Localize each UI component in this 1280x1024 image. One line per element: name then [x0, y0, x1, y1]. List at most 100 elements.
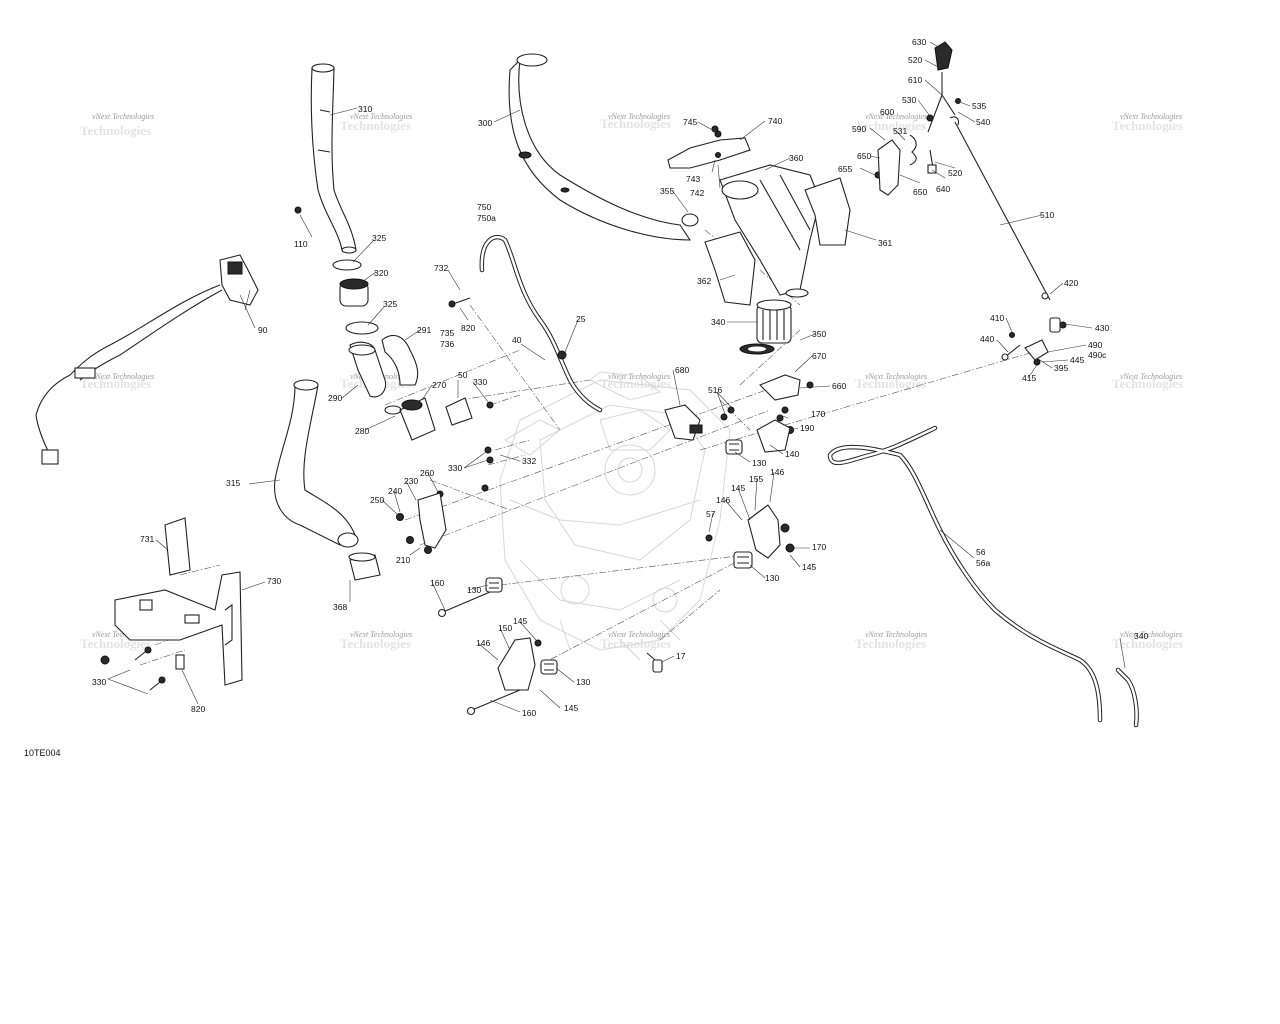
label-145c: 145: [513, 616, 527, 626]
elbow-291: [381, 335, 419, 386]
mount-130b: [733, 551, 753, 569]
label-150: 150: [498, 623, 512, 633]
part-labels: 310 300 745 740 630 520 610 530 535 600 …: [92, 37, 1148, 718]
bracket-730: [114, 517, 243, 686]
label-40: 40: [512, 335, 522, 345]
label-350: 350: [812, 329, 826, 339]
mount-130a: [725, 439, 743, 455]
label-610: 610: [908, 75, 922, 85]
label-230: 230: [404, 476, 418, 486]
watermark: vNext Technologies: [1120, 372, 1182, 381]
label-650b: 650: [913, 187, 927, 197]
label-395: 395: [1054, 363, 1068, 373]
bolt-160-lower: [466, 689, 521, 716]
label-300: 300: [478, 118, 492, 128]
label-735: 735: [440, 328, 454, 338]
label-535: 535: [972, 101, 986, 111]
fitting-25: [557, 350, 567, 360]
label-732: 732: [434, 263, 448, 273]
watermark-back: Technologies: [855, 636, 926, 651]
watermark-back: Technologies: [340, 118, 411, 133]
bolt-160-upper: [437, 591, 491, 618]
label-50: 50: [458, 370, 468, 380]
label-736: 736: [440, 339, 454, 349]
watermark-back: Technologies: [1112, 118, 1183, 133]
watermark: vNext Technologies: [350, 112, 412, 121]
label-368: 368: [333, 602, 347, 612]
label-655: 655: [838, 164, 852, 174]
label-420: 420: [1064, 278, 1078, 288]
label-146b: 146: [716, 495, 730, 505]
label-332: 332: [522, 456, 536, 466]
label-360: 360: [789, 153, 803, 163]
label-600: 600: [880, 107, 894, 117]
label-190: 190: [800, 423, 814, 433]
label-145b: 145: [802, 562, 816, 572]
label-742: 742: [690, 188, 704, 198]
label-650a: 650: [857, 151, 871, 161]
label-730: 730: [267, 576, 281, 586]
boot-270: [384, 397, 436, 441]
mount-130c: [485, 577, 503, 593]
label-680: 680: [675, 365, 689, 375]
watermark: vNext Technologies: [92, 372, 154, 381]
label-130d: 130: [576, 677, 590, 687]
engine-ghost: [499, 371, 731, 661]
label-146c: 146: [476, 638, 490, 648]
watermark-back: Technologies: [340, 636, 411, 651]
label-325a: 325: [372, 233, 386, 243]
label-410: 410: [990, 313, 1004, 323]
label-160a: 160: [430, 578, 444, 588]
label-320: 320: [374, 268, 388, 278]
watermark-back: Technologies: [1112, 376, 1183, 391]
watermark-back: Technologies: [1112, 636, 1183, 651]
label-731: 731: [140, 534, 154, 544]
label-291: 291: [417, 325, 431, 335]
label-415: 415: [1022, 373, 1036, 383]
label-145d: 145: [564, 703, 578, 713]
label-290: 290: [328, 393, 342, 403]
label-260: 260: [420, 468, 434, 478]
label-750: 750: [477, 202, 491, 212]
label-140: 140: [785, 449, 799, 459]
label-56a: 56a: [976, 558, 990, 568]
watermark: vNext Technologies: [92, 112, 154, 121]
label-25: 25: [576, 314, 586, 324]
mount-130d: [540, 659, 558, 675]
label-57: 57: [706, 509, 716, 519]
bracket-260: [417, 492, 447, 549]
label-130a: 130: [752, 458, 766, 468]
module-680: [664, 404, 703, 441]
label-355: 355: [660, 186, 674, 196]
label-630: 630: [912, 37, 926, 47]
label-520a: 520: [908, 55, 922, 65]
label-110: 110: [294, 239, 308, 249]
assembly-lines: [139, 229, 1041, 666]
cover-361: [804, 177, 851, 246]
duct-315: [274, 379, 359, 548]
label-590: 590: [852, 124, 866, 134]
label-820a: 820: [461, 323, 475, 333]
label-640: 640: [936, 184, 950, 194]
label-340: 340: [711, 317, 725, 327]
label-440: 440: [980, 334, 994, 344]
label-330b: 330: [448, 463, 462, 473]
shifter-630: [877, 41, 956, 196]
label-325b: 325: [383, 299, 397, 309]
duct-310: [310, 63, 357, 254]
watermark: vNext Technologies: [92, 630, 154, 639]
label-310: 310: [358, 104, 372, 114]
watermark: vNext Technologies: [865, 372, 927, 381]
label-90: 90: [258, 325, 268, 335]
airbox-360: [719, 164, 821, 296]
watermark-back: Technologies: [855, 118, 926, 133]
label-530: 530: [902, 95, 916, 105]
hose-56: [827, 425, 1103, 723]
label-445: 445: [1070, 355, 1084, 365]
watermark: vNext Technologies: [1120, 112, 1182, 121]
fitting-17: [646, 652, 663, 673]
watermark: vNext Technologies: [608, 372, 670, 381]
label-361: 361: [878, 238, 892, 248]
watermark: vNext Technologies: [1120, 630, 1182, 639]
